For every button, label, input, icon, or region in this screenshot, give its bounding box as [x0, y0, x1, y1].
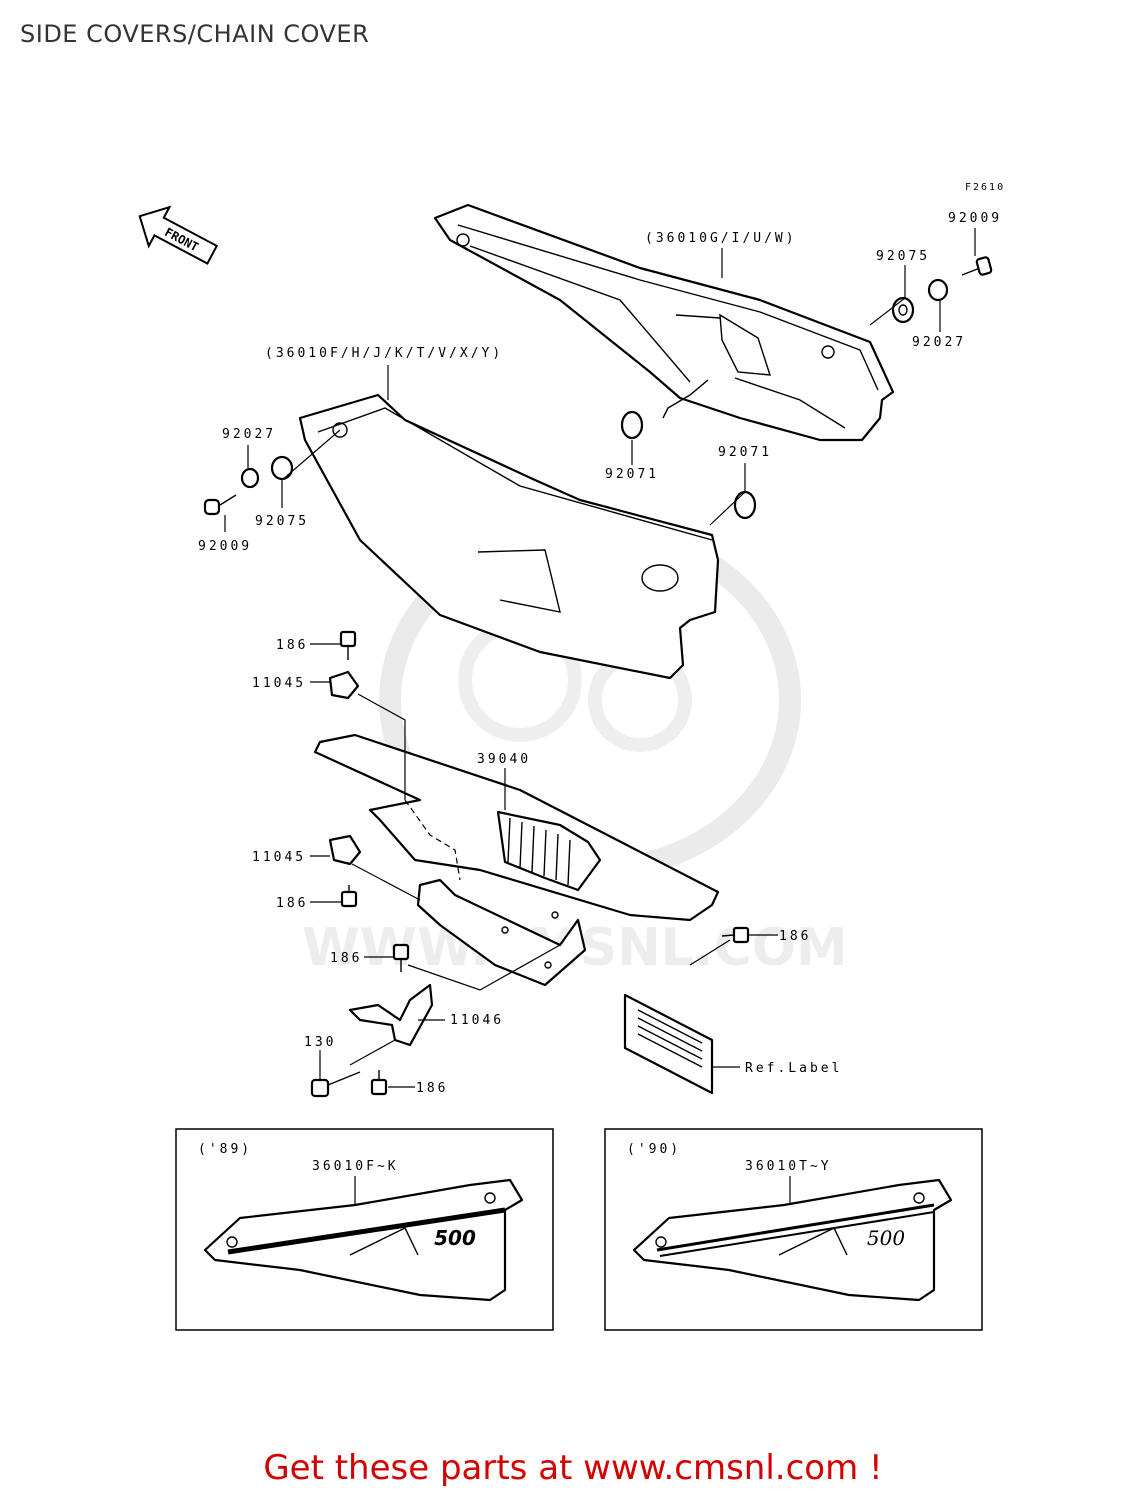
bolt-186-e	[370, 1070, 388, 1096]
label-bolt-186-b: 186	[276, 896, 308, 911]
variant-90-badge: 500	[867, 1226, 905, 1250]
collar-92027-left	[240, 467, 260, 489]
label-bracket: 11046	[450, 1013, 504, 1028]
label-bolt-130: 130	[304, 1035, 336, 1050]
variant-90-year: ('90)	[627, 1142, 681, 1157]
side-cover-right	[433, 203, 895, 442]
leader-lines	[224, 228, 976, 1088]
label-damper-lower: 92071	[718, 445, 772, 460]
label-ref-label: Ref.Label	[745, 1061, 842, 1076]
clamp-11045-lower	[328, 834, 362, 866]
bolt-186-a	[339, 630, 357, 660]
damper-92071-upper	[620, 410, 644, 440]
page-title: SIDE COVERS/CHAIN COVER	[20, 20, 370, 48]
bolt-186-c	[392, 943, 410, 972]
bolt-92009-right	[961, 256, 993, 276]
chain-cover-39040	[313, 733, 720, 987]
variant-box-90: ('90) 36010T~Y 500	[604, 1128, 983, 1331]
variant-box-89: ('89) 36010F~K 500	[175, 1128, 554, 1331]
collar-92027-right	[927, 278, 949, 302]
label-bolt-186-e: 186	[416, 1081, 448, 1096]
label-bolt-186-c: 186	[330, 951, 362, 966]
grommet-92075-right	[891, 296, 915, 324]
label-side-cover-left: (36010F/H/J/K/T/V/X/Y)	[265, 346, 503, 361]
side-cover-left	[298, 393, 720, 680]
label-bolt-left: 92009	[198, 539, 252, 554]
label-collar-right: 92027	[912, 335, 966, 350]
label-chain-cover: 39040	[477, 752, 531, 767]
clamp-11045-upper	[328, 670, 360, 700]
footer-promo-text: Get these parts at www.cmsnl.com !	[263, 1448, 883, 1488]
variant-89-year: ('89)	[198, 1142, 252, 1157]
label-clamp-upper: 11045	[252, 676, 306, 691]
label-grommet-left: 92075	[255, 514, 309, 529]
label-bolt-186-a: 186	[276, 638, 308, 653]
grommet-92075-left	[270, 455, 294, 481]
label-bolt-right: 92009	[948, 211, 1002, 226]
bolt-186-b	[340, 885, 358, 908]
variant-90-part-range: 36010T~Y	[745, 1159, 832, 1174]
front-arrow-icon: FRONT	[138, 205, 219, 265]
variant-89-badge: 500	[434, 1226, 476, 1250]
label-clamp-lower: 11045	[252, 850, 306, 865]
label-bolt-186-d: 186	[779, 929, 811, 944]
ref-label-sticker	[623, 993, 714, 1095]
label-grommet-right: 92075	[876, 249, 930, 264]
label-side-cover-right: (36010G/I/U/W)	[645, 231, 797, 246]
figure-code: F2610	[965, 182, 1005, 193]
damper-92071-lower	[733, 490, 757, 520]
variant-89-part-range: 36010F~K	[312, 1159, 399, 1174]
label-damper-upper: 92071	[605, 467, 659, 482]
label-collar-left: 92027	[222, 427, 276, 442]
bolt-130	[310, 1071, 361, 1098]
bracket-11046	[348, 983, 434, 1047]
bolt-92009-left	[203, 494, 237, 516]
parts-diagram: WWW.CMSNL.COM F2610 FRONT	[138, 182, 1005, 1331]
